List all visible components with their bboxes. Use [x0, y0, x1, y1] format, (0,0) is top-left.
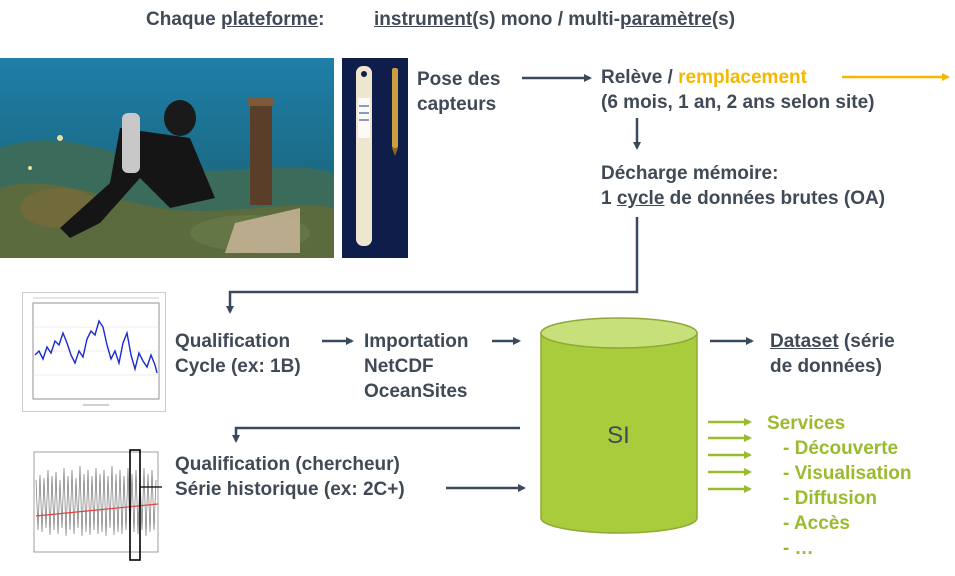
header-mono-multi: mono / multi-: [500, 9, 620, 30]
arrow-si-to-historical: [232, 426, 520, 443]
diver-photo: [0, 58, 334, 258]
qualif-cycle-line2: Cycle (ex: 1B): [175, 356, 301, 377]
decharge-cycle: cycle: [616, 188, 665, 209]
releve-label: Relève /: [601, 67, 679, 88]
historical-series-plot: [22, 440, 164, 568]
service-item-decouverte: - Découverte: [783, 438, 899, 459]
decharge-prefix: 1: [601, 188, 617, 209]
arrow-decharge-to-qualification: [226, 217, 639, 314]
dataset-rest: (série: [838, 331, 895, 352]
timeseries-plot: [22, 292, 166, 412]
header-parametre-suffix: (s): [711, 9, 736, 30]
service-item-visualisation: - Visualisation: [783, 463, 912, 484]
header-parametre: paramètre: [619, 9, 712, 30]
si-label: SI: [607, 422, 630, 449]
header-colon: :: [318, 9, 325, 30]
sensor-photo: [342, 58, 408, 258]
header-prefix: Chaque: [146, 9, 216, 30]
service-item-more: - …: [783, 538, 814, 559]
header-instrument-line: instrument(s) mono / multi-paramètre(s): [374, 7, 735, 32]
step-pose-line1: Pose des: [417, 69, 501, 90]
step-qualification-cycle: Qualification Cycle (ex: 1B): [175, 329, 301, 379]
dataset-line2: de données): [770, 356, 882, 377]
si-database-cylinder: [540, 317, 698, 534]
service-item-diffusion: - Diffusion: [783, 488, 877, 509]
import-line3: OceanSites: [364, 381, 468, 402]
import-line2: NetCDF: [364, 356, 434, 377]
step-releve: Relève / remplacement (6 mois, 1 an, 2 a…: [601, 65, 875, 115]
header-title: Chaque plateforme:: [146, 7, 324, 32]
releve-detail: (6 mois, 1 an, 2 ans selon site): [601, 92, 875, 113]
step-pose-line2: capteurs: [417, 94, 497, 115]
qualif-cycle-line1: Qualification: [175, 331, 291, 352]
header-instrument: instrument: [374, 9, 473, 30]
step-importation: Importation NetCDF OceanSites: [364, 329, 469, 404]
services-title: Services: [767, 413, 846, 434]
step-qualification-historique: Qualification (chercheur) Série historiq…: [175, 452, 405, 502]
header-platform: plateforme: [220, 9, 319, 30]
service-item-acces: - Accès: [783, 513, 850, 534]
qualif-hist-line1: Qualification (chercheur): [175, 454, 400, 475]
step-decharge: Décharge mémoire: 1 cycle de données bru…: [601, 161, 885, 211]
decharge-suffix: de données brutes (OA): [664, 188, 886, 209]
decharge-line1: Décharge mémoire:: [601, 163, 779, 184]
header-instrument-suffix: (s): [472, 9, 496, 30]
services-list: Services - Découverte - Visualisation - …: [767, 411, 911, 561]
import-line1: Importation: [364, 331, 469, 352]
remplacement-label: remplacement: [678, 67, 807, 88]
dataset-word: Dataset: [770, 331, 839, 352]
dataset-label: Dataset (série de données): [770, 329, 895, 379]
qualif-hist-line2: Série historique (ex: 2C+): [175, 479, 405, 500]
step-pose-capteurs: Pose des capteurs: [417, 67, 500, 117]
